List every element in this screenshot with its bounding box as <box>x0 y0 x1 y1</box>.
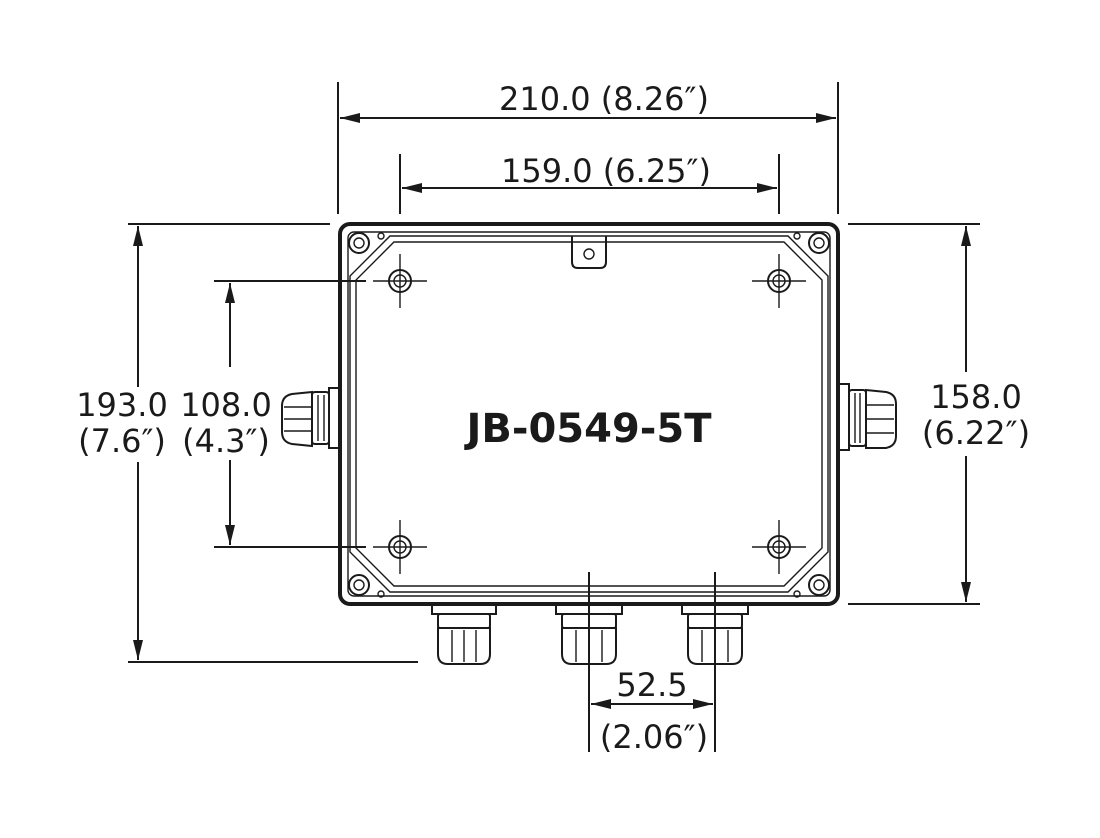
dimension-hole-spacing-width: 159.0 (6.25″) <box>399 152 780 214</box>
overall-height-in: (7.6″) <box>78 422 166 460</box>
hole-spacing-width-label: 159.0 (6.25″) <box>501 152 711 190</box>
mounting-hole-bottom-right <box>752 520 806 574</box>
mounting-hole-top-right <box>752 254 806 308</box>
lid-outline <box>349 235 829 593</box>
gland-spacing-mm: 52.5 <box>616 666 687 704</box>
dimension-overall-height: 193.0 (7.6″) <box>76 223 418 663</box>
top-tab <box>571 236 607 269</box>
cable-gland-bottom-1 <box>431 603 497 665</box>
dimension-body-height: 158.0 (6.22″) <box>848 223 1030 605</box>
corner-screw-bottom-left <box>348 574 385 598</box>
dimension-overall-width: 210.0 (8.26″) <box>337 80 839 214</box>
hole-spacing-height-mm: 108.0 <box>180 386 272 424</box>
overall-width-label: 210.0 (8.26″) <box>499 80 709 118</box>
gland-spacing-in: (2.06″) <box>600 718 708 756</box>
body-height-in: (6.22″) <box>922 414 1030 452</box>
overall-height-mm: 193.0 <box>76 386 168 424</box>
mounting-hole-top-left <box>373 254 427 308</box>
mounting-hole-bottom-left <box>373 520 427 574</box>
hole-spacing-height-in: (4.3″) <box>182 422 270 460</box>
dimension-gland-spacing: 52.5 (2.06″) <box>588 572 716 756</box>
body-height-mm: 158.0 <box>930 378 1022 416</box>
dimension-hole-spacing-height: 108.0 (4.3″) <box>180 280 366 548</box>
corner-screw-top-right <box>793 232 830 254</box>
cable-gland-left <box>281 387 341 449</box>
corner-screw-top-left <box>348 232 385 254</box>
corner-screw-bottom-right <box>793 574 830 598</box>
cable-gland-right <box>837 383 897 451</box>
part-number: JB-0549-5T <box>463 406 712 452</box>
